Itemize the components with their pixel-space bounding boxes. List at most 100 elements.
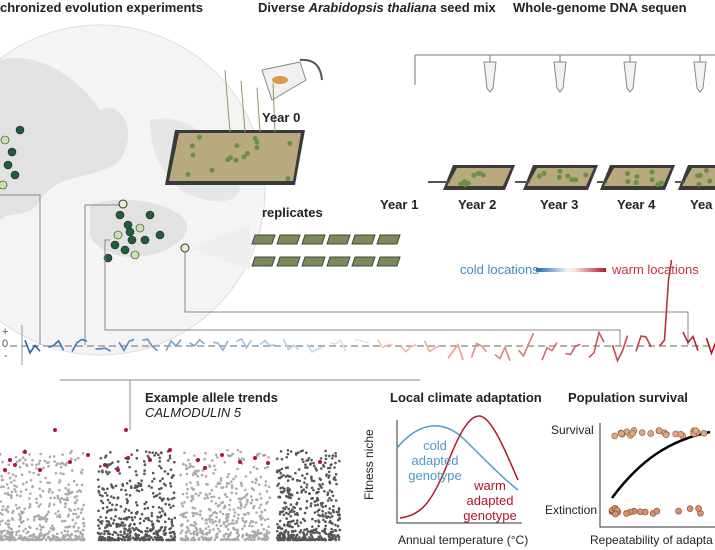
snp-point [14, 455, 18, 459]
snp-point [336, 524, 340, 528]
snp-point [51, 537, 54, 541]
sequencing-tube [483, 61, 497, 93]
snp-point [285, 455, 288, 459]
snp-point [244, 488, 247, 492]
snp-point [147, 518, 151, 522]
snp-point [338, 516, 341, 520]
snp-point [279, 510, 282, 514]
snp-point [219, 477, 223, 480]
snp-point [332, 508, 335, 512]
snp-point [206, 537, 210, 540]
snp-point [69, 509, 72, 512]
allele-trend-line [611, 335, 629, 363]
snp-point [264, 480, 268, 483]
snp-point [334, 461, 337, 465]
snp-point [305, 506, 308, 510]
allele-trend-line [470, 342, 488, 358]
trend-axis-zero: 0 [2, 338, 9, 350]
snp-point [146, 530, 149, 533]
snp-point [73, 495, 77, 499]
snp-point [259, 497, 263, 500]
snp-point [18, 459, 21, 462]
snp-point [318, 477, 322, 480]
snp-point [267, 525, 270, 529]
snp-point [76, 507, 80, 510]
survival-dot [647, 430, 655, 437]
snp-point [194, 522, 198, 526]
snp-point [34, 535, 37, 538]
snp-point [15, 533, 18, 536]
snp-point [35, 463, 38, 467]
snp-point [235, 519, 239, 523]
snp-point [235, 531, 239, 535]
snp-point [226, 535, 230, 539]
snp-point [194, 472, 198, 476]
snp-point [7, 463, 10, 467]
snp-point [147, 484, 151, 488]
snp-point [180, 502, 184, 505]
snp-point [8, 532, 11, 535]
snp-point [100, 532, 103, 535]
snp-point [47, 504, 51, 508]
snp-point [20, 512, 24, 515]
snp-point [216, 456, 219, 459]
snp-point [18, 465, 22, 469]
snp-point [98, 520, 102, 524]
snp-point [337, 535, 341, 539]
snp-point [203, 457, 206, 461]
snp-point [264, 538, 267, 542]
snp-point [223, 492, 227, 496]
snp-point [142, 535, 146, 539]
snp-point [221, 486, 225, 489]
snp-point [225, 520, 228, 523]
snp-point [138, 537, 142, 541]
snp-point [131, 536, 135, 540]
snp-point [152, 527, 155, 530]
snp-point [147, 537, 151, 540]
snp-point [160, 514, 163, 518]
snp-point [149, 528, 153, 531]
snp-point [41, 517, 44, 521]
snp-point [250, 498, 254, 502]
snp-point [164, 526, 167, 529]
snp-point [119, 523, 123, 527]
plant [254, 139, 260, 145]
snp-point [247, 535, 251, 538]
snp-point [282, 506, 285, 510]
snp-point [321, 514, 325, 518]
snp-point [239, 497, 243, 501]
snp-point [168, 531, 172, 535]
snp-point [137, 489, 141, 493]
snp-point [223, 538, 227, 541]
survival-plot [599, 423, 715, 528]
snp-point [29, 478, 33, 482]
plant [185, 172, 191, 178]
snp-point [22, 520, 25, 523]
snp-point [191, 473, 195, 477]
snp-point [47, 490, 51, 494]
snp-point [103, 529, 106, 533]
snp-point [325, 474, 328, 477]
snp-point [286, 479, 290, 482]
snp-point [6, 506, 9, 509]
snp-point [74, 534, 77, 538]
snp-point [38, 523, 42, 527]
snp-point [310, 525, 314, 528]
snp-point [232, 522, 236, 525]
snp-point [199, 509, 202, 513]
snp-point [38, 515, 42, 519]
snp-point [222, 534, 226, 537]
snp-point [126, 460, 129, 464]
significant-snp [203, 466, 207, 470]
snp-point [37, 535, 41, 538]
snp-point [0, 511, 2, 515]
snp-point [56, 496, 60, 500]
snp-point [104, 470, 108, 473]
snp-point [77, 535, 81, 538]
snp-point [106, 509, 109, 513]
snp-point [22, 529, 25, 533]
snp-point [25, 464, 29, 468]
snp-point [335, 482, 338, 486]
snp-point [42, 533, 45, 537]
snp-point [47, 464, 50, 468]
